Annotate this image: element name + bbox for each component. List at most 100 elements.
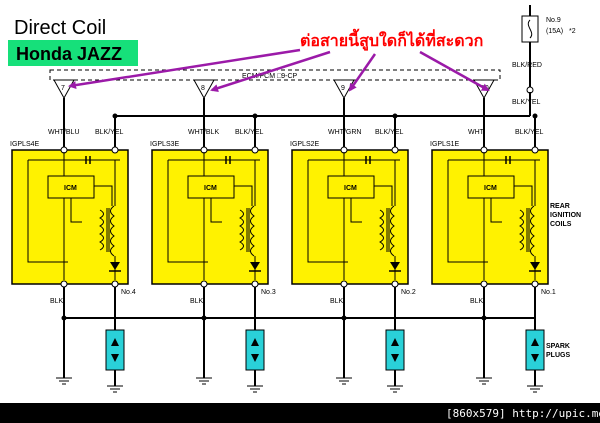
spark-gap-icon — [251, 354, 259, 362]
coil-id: IGPLS2E — [290, 141, 320, 148]
terminal — [480, 280, 488, 288]
internal-wire — [210, 185, 253, 223]
pin-number: 8 — [201, 85, 205, 92]
cylinder-label: No.2 — [401, 289, 416, 296]
primary-winding-icon — [378, 209, 384, 251]
diode-icon — [530, 262, 540, 270]
ground-icon — [107, 385, 123, 393]
diode-icon — [110, 262, 120, 270]
terminal — [111, 146, 119, 154]
ground-wire-label: BLK — [330, 298, 344, 305]
annotation-arrow — [68, 48, 301, 90]
icm-label: ICM — [344, 185, 357, 192]
model-badge — [8, 40, 138, 66]
icm-label: ICM — [64, 185, 77, 192]
terminal — [251, 146, 259, 154]
junction-dot — [61, 315, 67, 321]
terminal — [391, 146, 399, 154]
power-wire-label: BLK/YEL — [375, 129, 404, 136]
coil-body — [11, 149, 129, 285]
secondary-winding-icon — [250, 205, 255, 257]
plugs-label-2: PLUGS — [546, 352, 570, 359]
junction-dot — [201, 315, 207, 321]
secondary-winding-icon — [390, 205, 395, 257]
spark-plug — [525, 329, 545, 371]
annotation-arrow — [348, 53, 377, 92]
coils-label-2: IGNITION — [550, 212, 581, 219]
pin-number: 9 — [341, 85, 345, 92]
internal-wire — [307, 159, 400, 263]
primary-winding-icon — [98, 209, 104, 251]
coil-body — [291, 149, 409, 285]
spark-gap-icon — [531, 338, 539, 346]
spark-gap-icon — [531, 354, 539, 362]
signal-wire-label: WHT/BLU — [48, 129, 80, 136]
coil-body — [151, 149, 269, 285]
terminal — [251, 280, 259, 288]
annotation-arrows — [68, 48, 490, 92]
internal-wire — [447, 159, 540, 263]
fuse-rating: (15A) — [546, 28, 563, 35]
coils-label-3: COILS — [550, 221, 572, 228]
spark-gap-icon — [111, 354, 119, 362]
diagram-title: Direct Coil — [14, 17, 106, 39]
coils-label-1: REAR — [550, 203, 570, 210]
footer-bar — [0, 403, 600, 423]
signal-wire-label: WHT — [468, 129, 485, 136]
power-wire-label: BLK/YEL — [515, 129, 544, 136]
spark-gap-icon — [251, 338, 259, 346]
cylinder-label: No.4 — [121, 289, 136, 296]
plugs-label-1: SPARK — [546, 343, 570, 350]
icm-label: ICM — [204, 185, 217, 192]
spark-gap-icon — [391, 338, 399, 346]
supply-top-label: BLK/RED — [512, 62, 542, 69]
cylinder-label: No.3 — [261, 289, 276, 296]
annotation-arrow — [210, 50, 331, 92]
spark-gap-icon — [111, 338, 119, 346]
fuse-number: No.9 — [546, 17, 561, 24]
power-wire-label: BLK/YEL — [235, 129, 264, 136]
terminal — [531, 280, 539, 288]
signal-wire-label: WHT/BLK — [188, 129, 219, 136]
ground-wire-label: BLK — [190, 298, 204, 305]
spark-gap-icon — [391, 354, 399, 362]
ground-icon — [196, 377, 212, 385]
ground-icon — [56, 377, 72, 385]
ground-icon — [387, 385, 403, 393]
internal-wire — [70, 185, 113, 223]
terminal — [340, 280, 348, 288]
icm-label: ICM — [484, 185, 497, 192]
spark-plug — [385, 329, 405, 371]
primary-winding-icon — [518, 209, 524, 251]
junction-dot — [341, 315, 347, 321]
pin-number: 7 — [61, 85, 65, 92]
spark-plug — [105, 329, 125, 371]
secondary-winding-icon — [110, 205, 115, 257]
cylinder-label: No.1 — [541, 289, 556, 296]
ground-icon — [247, 385, 263, 393]
ground-icon — [476, 377, 492, 385]
model-name: Honda JAZZ — [16, 44, 122, 64]
signal-wire-label: WHT/GRN — [328, 129, 361, 136]
terminal — [391, 280, 399, 288]
ground-wire-label: BLK — [470, 298, 484, 305]
coil-body — [431, 149, 549, 285]
internal-wire — [167, 159, 260, 263]
internal-wire — [490, 185, 533, 223]
internal-wire — [27, 159, 120, 263]
fuse-note: *2 — [569, 28, 576, 35]
supply-bus-label: BLK/YEL — [512, 99, 541, 106]
coil-id: IGPLS4E — [10, 141, 40, 148]
ground-wire-label: BLK — [50, 298, 64, 305]
coil-id: IGPLS3E — [150, 141, 180, 148]
junction-dot — [481, 315, 487, 321]
annotation-arrow — [419, 50, 490, 92]
internal-wire — [350, 185, 393, 223]
ground-icon — [336, 377, 352, 385]
connector-pin — [193, 79, 215, 100]
terminal — [531, 146, 539, 154]
